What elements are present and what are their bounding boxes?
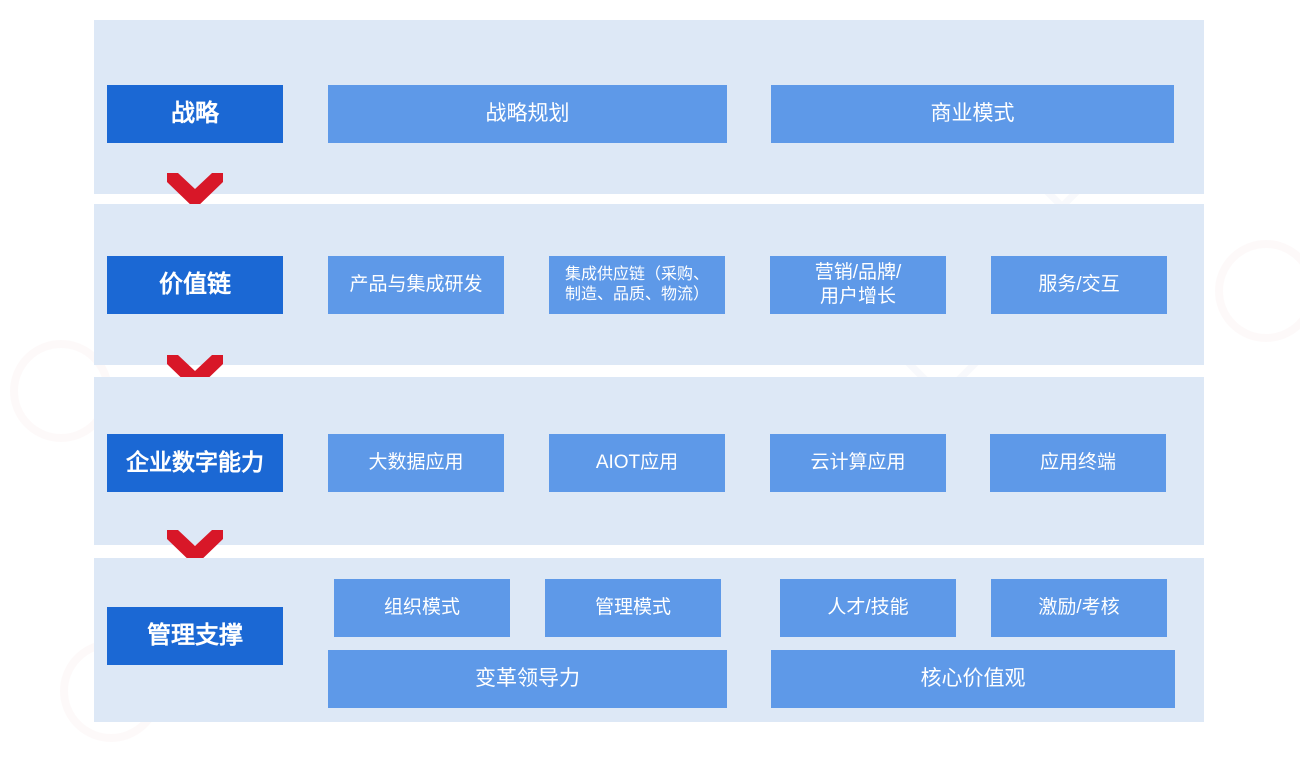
box-management-support-item-4[interactable]: 变革领导力: [328, 650, 727, 708]
box-digital-capability-item-2[interactable]: 云计算应用: [770, 434, 946, 492]
box-digital-capability-item-0[interactable]: 大数据应用: [328, 434, 504, 492]
arrow-value-chain-to-digital-capability: [167, 355, 223, 391]
box-value-chain-item-1[interactable]: 集成供应链（采购、 制造、品质、物流）: [549, 256, 725, 314]
box-management-support-item-1[interactable]: 管理模式: [545, 579, 721, 637]
row-label-strategy[interactable]: 战略: [107, 85, 283, 143]
box-digital-capability-item-1[interactable]: AIOT应用: [549, 434, 725, 492]
row-label-digital-capability[interactable]: 企业数字能力: [107, 434, 283, 492]
box-management-support-item-2[interactable]: 人才/技能: [780, 579, 956, 637]
arrow-strategy-to-value-chain: [167, 173, 223, 209]
box-strategy-item-1[interactable]: 商业模式: [771, 85, 1174, 143]
row-label-management-support[interactable]: 管理支撑: [107, 607, 283, 665]
box-management-support-item-3[interactable]: 激励/考核: [991, 579, 1167, 637]
watermark-ring-icon: [1215, 240, 1300, 342]
row-label-value-chain[interactable]: 价值链: [107, 256, 283, 314]
box-management-support-item-5[interactable]: 核心价值观: [771, 650, 1175, 708]
box-value-chain-item-2[interactable]: 营销/品牌/ 用户增长: [770, 256, 946, 314]
box-value-chain-item-0[interactable]: 产品与集成研发: [328, 256, 504, 314]
box-value-chain-item-3[interactable]: 服务/交互: [991, 256, 1167, 314]
box-digital-capability-item-3[interactable]: 应用终端: [990, 434, 1166, 492]
box-management-support-item-0[interactable]: 组织模式: [334, 579, 510, 637]
box-strategy-item-0[interactable]: 战略规划: [328, 85, 727, 143]
arrow-digital-capability-to-management-support: [167, 530, 223, 566]
